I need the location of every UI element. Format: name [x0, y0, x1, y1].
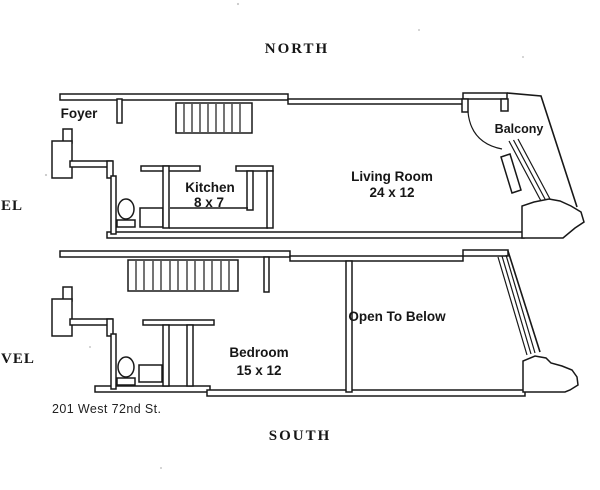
room-dim-kitchen: 8 x 7 [194, 195, 224, 210]
room-label-balcony: Balcony [495, 122, 544, 136]
address-label: 201 West 72nd St. [52, 402, 161, 416]
room-label-bedroom: Bedroom [229, 345, 288, 360]
upper-sink-icon [139, 207, 164, 228]
lower-entry-walls [51, 286, 117, 390]
bedroom-partition-wall [345, 260, 353, 393]
upper-entry-walls [51, 128, 117, 235]
lower-level-plan: Bedroom 15 x 12 Open To Below [51, 249, 579, 397]
room-dim-bedroom: 15 x 12 [236, 363, 281, 378]
room-label-open-to-below: Open To Below [348, 309, 446, 324]
foyer-wall-stub [116, 98, 123, 124]
lower-level-side-label: VEL [1, 351, 35, 367]
upper-toilet-icon [116, 198, 136, 228]
scan-noise [44, 2, 524, 469]
compass-south-label: SOUTH [269, 428, 332, 444]
balcony-walls [461, 92, 585, 239]
lower-slanted-wall [497, 250, 579, 393]
room-dim-living-room: 24 x 12 [369, 185, 414, 200]
room-label-foyer: Foyer [61, 106, 99, 121]
lower-wall-stub [263, 256, 270, 293]
compass-north-label: NORTH [265, 41, 329, 57]
upper-level-plan: Foyer Kitchen 8 x 7 Living Room 24 x 12 … [51, 92, 585, 239]
room-label-living-room: Living Room [351, 169, 433, 184]
lower-bathroom-walls [142, 319, 215, 387]
lower-staircase-icon [127, 259, 239, 292]
room-label-kitchen: Kitchen [185, 180, 235, 195]
lower-toilet-icon [116, 356, 136, 386]
lower-sink-icon [138, 364, 163, 383]
kitchen-walls [140, 165, 274, 229]
upper-level-side-label: EL [1, 198, 23, 214]
upper-staircase-icon [175, 102, 253, 134]
